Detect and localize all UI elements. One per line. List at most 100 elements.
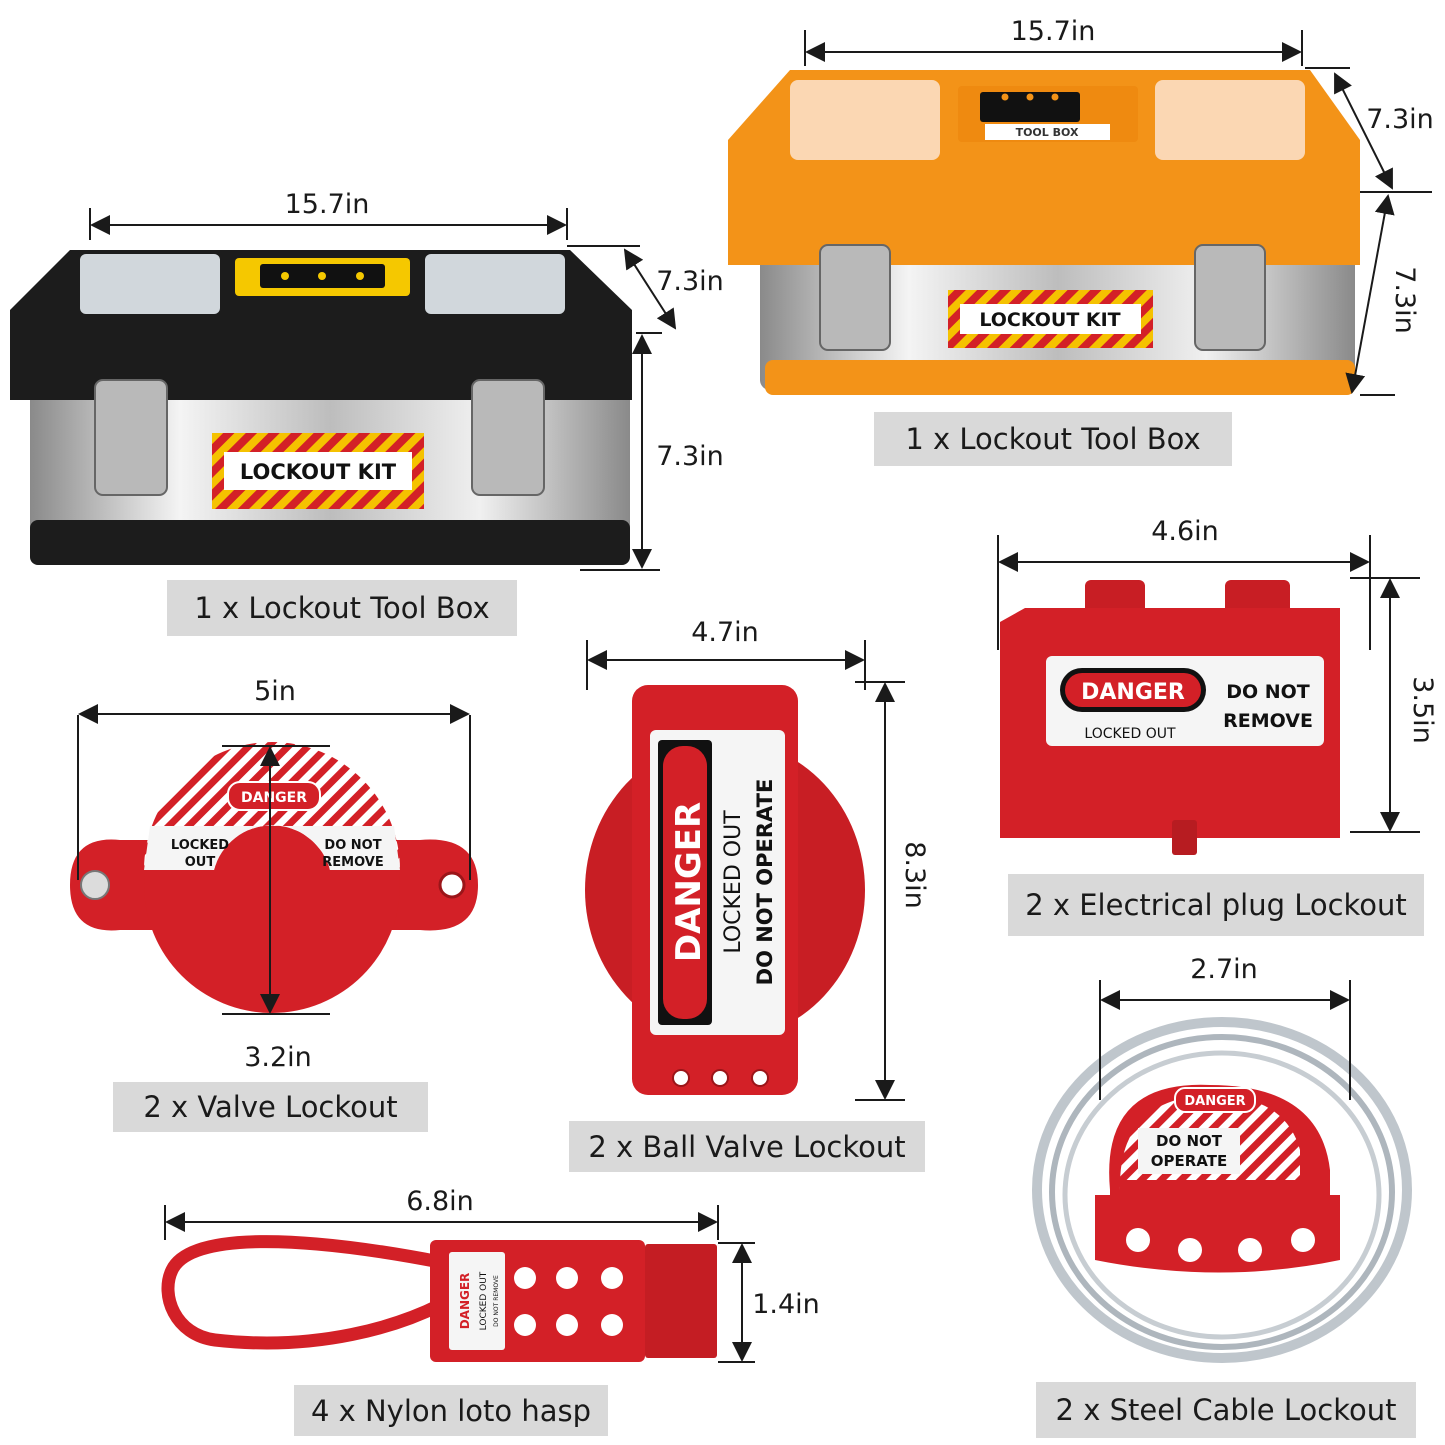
nylon-loto-hasp: DANGER LOCKED OUT DO NOT REMOVE: [161, 1235, 717, 1362]
ball-valve-do-not-operate-text: DO NOT OPERATE: [753, 779, 777, 986]
hasp-hole: [601, 1314, 623, 1336]
black-toolbox: LOCKOUT KIT: [10, 250, 632, 565]
handle-dot: [1001, 93, 1009, 101]
hasp-hole: [556, 1267, 578, 1289]
caption-electrical-plug-lockout: 2 x Electrical plug Lockout: [1008, 874, 1424, 936]
handle-dot: [356, 272, 364, 280]
handle-dot: [1051, 93, 1059, 101]
hasp-end: [645, 1244, 717, 1358]
hasp-do-not-remove-text: DO NOT REMOVE: [493, 1275, 500, 1327]
handle-dot: [1026, 93, 1034, 101]
cable-hasp-plate: [1095, 1195, 1340, 1273]
hasp-shackle: [161, 1235, 447, 1350]
plug-do-not-text: DO NOT: [1226, 681, 1310, 703]
ball-height-label: 8.3in: [899, 841, 930, 909]
cable-hasp-hole: [1126, 1228, 1150, 1252]
plug-tab: [1172, 820, 1197, 855]
orange-lid-compartment-left: [790, 80, 940, 160]
orange-lid-compartment-right: [1155, 80, 1305, 160]
orange-sticker-text: LOCKOUT KIT: [979, 309, 1120, 331]
tool-box-label-text: TOOL BOX: [1016, 126, 1079, 139]
valve-lockout: DANGER LOCKED OUT DO NOT REMOVE: [70, 742, 478, 1013]
orange-latch-right: [1194, 244, 1266, 351]
valve-bolt: [80, 870, 110, 900]
valve-label-panel: [144, 825, 400, 870]
orange-height-label: 7.3in: [1389, 266, 1420, 334]
cable-do-not-text: DO NOT: [1156, 1132, 1223, 1150]
plug-width-label: 4.6in: [1151, 516, 1219, 547]
black-depth-label: 7.3in: [656, 266, 724, 297]
orange-height-line: [1345, 194, 1395, 394]
black-lid-compartment-left: [80, 254, 220, 314]
plug-danger-inner: [1065, 673, 1201, 707]
black-lid-compartment-right: [425, 254, 565, 314]
plug-remove-text: REMOVE: [1223, 710, 1313, 732]
tool-box-label: [985, 124, 1110, 140]
cable-hasp-hole: [1178, 1238, 1202, 1262]
orange-toolbox-base: [765, 360, 1355, 395]
cable-width-label: 2.7in: [1190, 954, 1258, 985]
hasp-hole: [514, 1267, 536, 1289]
cable-danger-text: DANGER: [1184, 1094, 1245, 1109]
ball-valve-hole: [711, 1069, 729, 1087]
orange-depth-line: [1334, 72, 1393, 190]
handle-dot: [318, 272, 326, 280]
valve-do-not-text: DO NOT: [324, 838, 381, 853]
cable-hasp-hole: [1238, 1238, 1262, 1262]
orange-width-label: 15.7in: [1011, 16, 1096, 47]
ball-valve-danger-text: DANGER: [669, 802, 709, 962]
ball-valve-hole: [751, 1069, 769, 1087]
cable-danger-badge: [1174, 1087, 1256, 1113]
orange-latch-left: [819, 244, 891, 351]
cable-coil: [1032, 1017, 1412, 1363]
plug-height-label: 3.5in: [1407, 676, 1438, 744]
hasp-hole: [601, 1267, 623, 1289]
plug-danger-text: DANGER: [1081, 680, 1185, 705]
black-depth-line: [623, 248, 677, 330]
hasp-height-label: 1.4in: [752, 1289, 820, 1320]
orange-toolbox: TOOL BOX LOCKOUT KIT: [728, 70, 1360, 395]
valve-out-text: OUT: [185, 855, 216, 870]
dimension-lines: [77, 30, 1432, 1363]
hasp-width-label: 6.8in: [406, 1186, 474, 1217]
black-sticker-panel: [224, 452, 412, 490]
hasp-danger-text: DANGER: [458, 1273, 472, 1330]
handle-dot: [281, 272, 289, 280]
hasp-hole: [556, 1314, 578, 1336]
caption-orange-toolbox: 1 x Lockout Tool Box: [874, 412, 1232, 466]
hasp-hole: [514, 1314, 536, 1336]
steel-cable-lockout: DANGER DO NOT OPERATE: [1032, 1017, 1412, 1363]
orange-sticker-panel: [960, 304, 1141, 334]
black-latch-left: [94, 379, 168, 496]
caption-black-toolbox: 1 x Lockout Tool Box: [167, 580, 517, 636]
cable-hasp-hole: [1291, 1228, 1315, 1252]
valve-width-label: 5in: [254, 676, 296, 707]
valve-height-label: 3.2in: [244, 1042, 312, 1073]
black-height-label: 7.3in: [656, 441, 724, 472]
black-sticker-text: LOCKOUT KIT: [240, 460, 397, 484]
hasp-locked-out-text: LOCKED OUT: [479, 1271, 489, 1330]
cable-coil: [1049, 1034, 1395, 1350]
cable-coil: [1062, 1050, 1382, 1340]
caption-valve-lockout: 2 x Valve Lockout: [113, 1082, 428, 1132]
ball-width-label: 4.7in: [691, 617, 759, 648]
black-latch-right: [471, 379, 545, 496]
dimension-labels: 15.7in 7.3in 7.3in 15.7in 7.3in 7.3in 4.…: [244, 16, 1438, 1320]
valve-hole: [438, 871, 466, 899]
valve-danger-text: DANGER: [241, 790, 307, 806]
cable-label-panel: [1138, 1128, 1240, 1174]
electrical-plug-lockout: DANGER LOCKED OUT DO NOT REMOVE: [1000, 580, 1340, 855]
black-toolbox-base: [30, 520, 630, 565]
ball-valve-lockout: DANGER LOCKED OUT DO NOT OPERATE: [585, 685, 865, 1095]
black-width-label: 15.7in: [285, 189, 370, 220]
orange-depth-label: 7.3in: [1366, 104, 1434, 135]
cable-operate-text: OPERATE: [1151, 1152, 1227, 1170]
hasp-label: [449, 1252, 505, 1350]
valve-remove-text: REMOVE: [322, 855, 383, 870]
ball-valve-hole: [672, 1069, 690, 1087]
plug-locked-out-text: LOCKED OUT: [1084, 726, 1176, 742]
caption-nylon-loto-hasp: 4 x Nylon loto hasp: [294, 1385, 608, 1436]
ball-valve-locked-out-text: LOCKED OUT: [721, 810, 746, 954]
ball-valve-danger-inner: [663, 746, 707, 1019]
